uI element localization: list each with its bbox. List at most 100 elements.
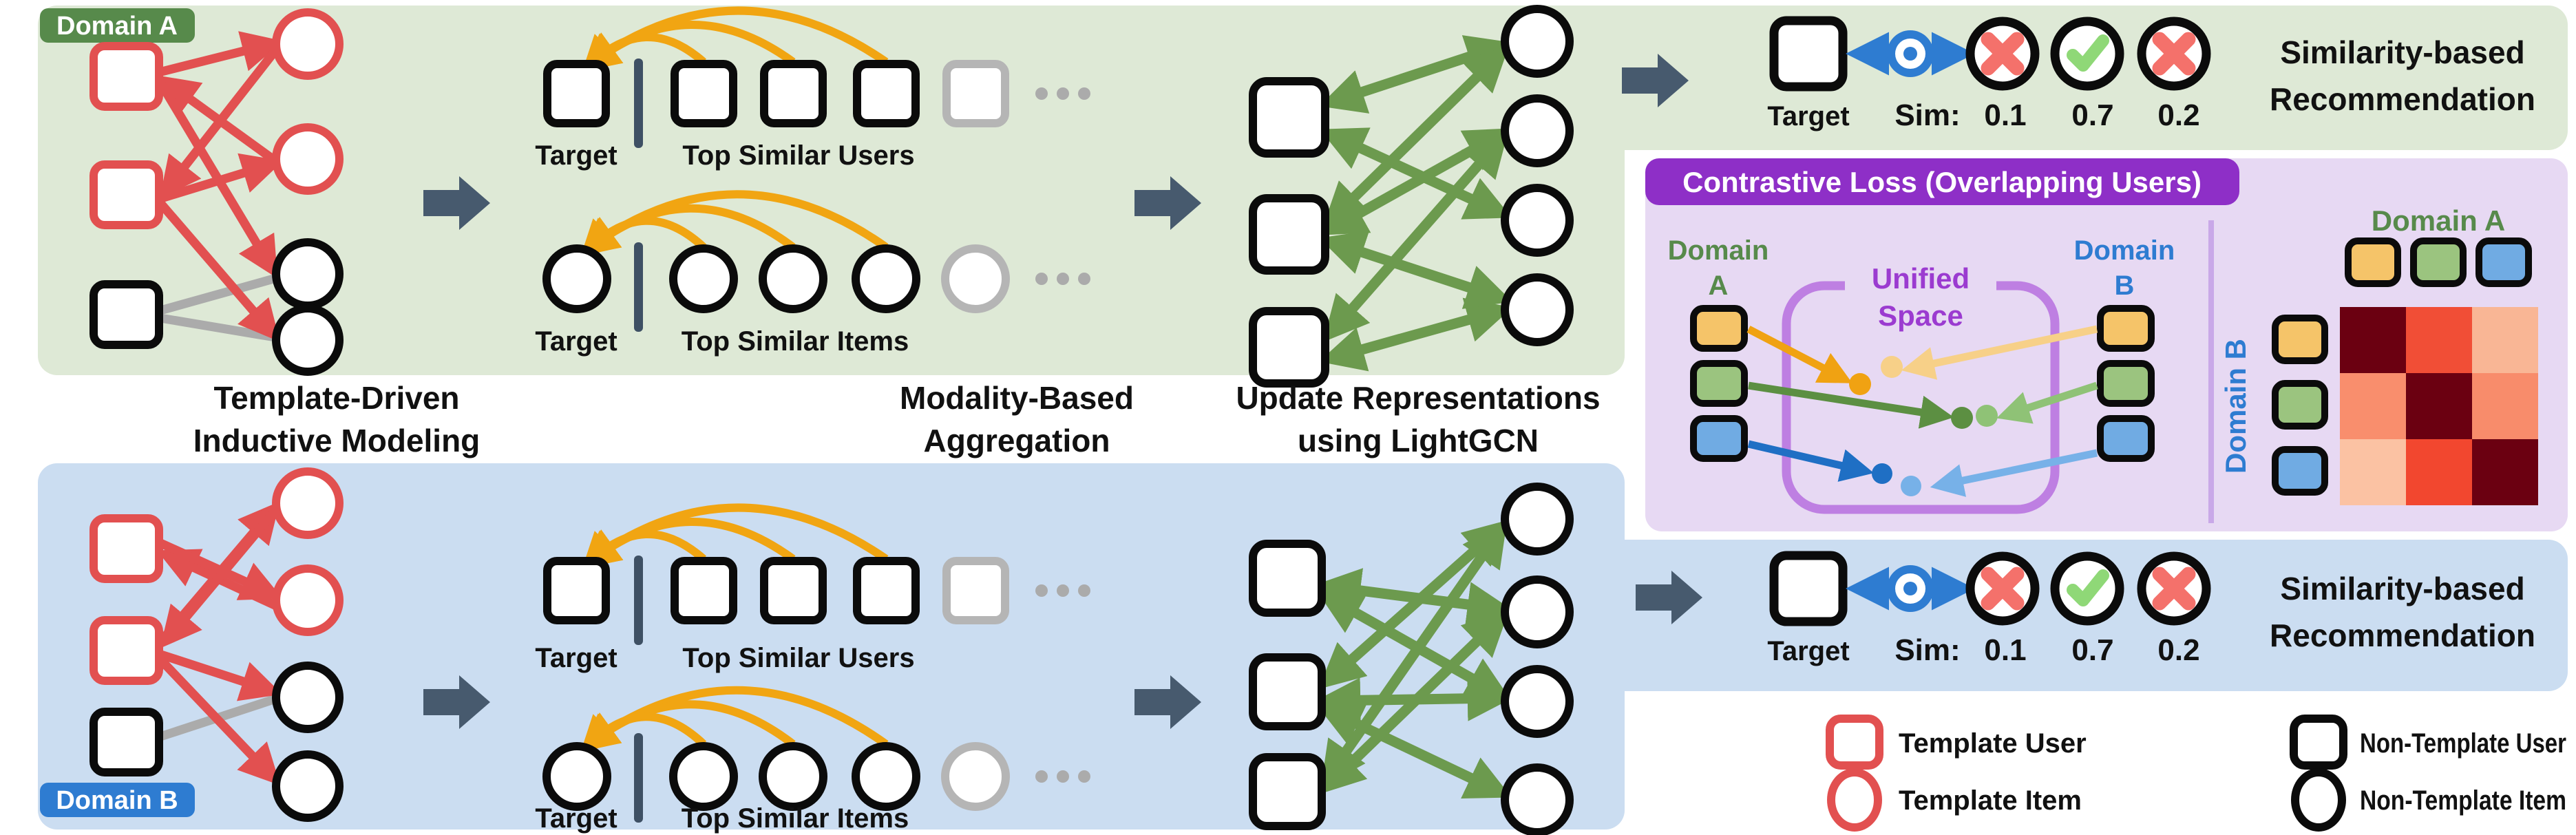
- embedding-dot-b-blue: [1901, 476, 1921, 496]
- non-template-item-node: [272, 662, 344, 733]
- target-user-node: [543, 557, 610, 624]
- sim-value: 0.1: [1984, 98, 2026, 132]
- template-user-node: [89, 514, 163, 583]
- similarity-row-b: Target Sim: 0.1 0.7 0.2 Similarity-based…: [1767, 551, 2535, 667]
- user-node: [1249, 77, 1329, 158]
- ellipsis-dot: [1057, 273, 1069, 285]
- overlap-user-b-yellow: [2097, 305, 2155, 352]
- bracket-gap-mask: [1845, 277, 1996, 296]
- red-edge: [160, 506, 279, 648]
- lightgcn-graph-a: [1249, 5, 1574, 388]
- divider-bar: [634, 733, 643, 823]
- gcn-edge: [1318, 297, 1513, 372]
- candidate-reject-icon: [2137, 17, 2211, 91]
- ellipsis-dot: [1057, 770, 1069, 783]
- target-label: Target: [535, 140, 617, 171]
- similar-user-node: [853, 60, 920, 127]
- gcn-edge: [1320, 127, 1512, 220]
- aggregation-arc: [580, 216, 707, 259]
- lightgcn-graph-b: [1249, 483, 1574, 835]
- divider-bar: [634, 556, 643, 645]
- non-template-user-node: [89, 280, 163, 349]
- candidate-reject-icon: [1965, 551, 2040, 626]
- non-template-item-node: [272, 238, 344, 310]
- contrastive-panel: Contrastive Loss (Overlapping Users) Dom…: [1668, 166, 2538, 523]
- item-node: [1501, 94, 1574, 167]
- similar-item-node: [852, 742, 920, 811]
- template-item-node: [272, 564, 344, 636]
- ellipsis-dot: [1057, 87, 1069, 100]
- non-template-item-icon: [2291, 768, 2346, 832]
- top-similar-items-label: Top Similar Items: [682, 803, 909, 834]
- item-node: [1501, 763, 1574, 835]
- similar-item-node: [759, 244, 827, 313]
- aggregation-arc: [580, 712, 707, 754]
- faded-user-node: [942, 60, 1009, 127]
- ellipsis-dot: [1078, 770, 1090, 783]
- overlap-user-b-blue: [2097, 415, 2155, 462]
- pull-arrow-b-green: [1996, 381, 2098, 424]
- heatmap-row-yellow: [2272, 315, 2328, 364]
- divider-bar: [634, 242, 643, 332]
- top-similar-items-label: Top Similar Items: [682, 326, 909, 357]
- domain-b-interaction-graph: [89, 467, 344, 822]
- gcn-edge: [1319, 231, 1512, 309]
- domain-a-badge-label: Domain A: [56, 12, 178, 41]
- target-user-node: [1769, 551, 1848, 626]
- domain-a-badge: Domain A: [40, 8, 195, 43]
- target-label: Target: [535, 326, 617, 357]
- contrastive-header-bar: [1645, 158, 2239, 205]
- item-node: [1501, 5, 1574, 78]
- similarity-title-line1: Similarity-based: [2280, 34, 2524, 70]
- target-user-node: [543, 60, 610, 127]
- embedding-dot-b-yellow: [1881, 356, 1903, 378]
- similar-user-node: [853, 557, 920, 624]
- stage1-label-line2: Inductive Modeling: [193, 423, 481, 458]
- target-label: Target: [535, 803, 617, 834]
- template-user-node: [89, 616, 163, 685]
- item-node: [1501, 483, 1574, 556]
- similarity-heatmap: Domain A Domain B: [2219, 204, 2538, 505]
- candidate-accept-icon: [2050, 551, 2124, 626]
- candidate-reject-icon: [1965, 17, 2040, 91]
- target-user-node: [1769, 16, 1848, 92]
- ellipsis-dot: [1078, 584, 1090, 597]
- non-template-user-label: Non-Template User: [2360, 728, 2566, 759]
- target-item-node: [542, 742, 611, 811]
- template-item-icon: [1827, 768, 1882, 832]
- embedding-dot-a-green: [1951, 407, 1973, 429]
- candidate-reject-icon: [2137, 551, 2211, 626]
- similarity-title-line2: Recommendation: [2270, 81, 2535, 117]
- heatmap-col-yellow: [2345, 237, 2401, 287]
- contrastive-title: Contrastive Loss (Overlapping Users): [1682, 166, 2202, 198]
- stage2-label-line1: Modality-Based: [900, 380, 1134, 416]
- non-template-item-node: [272, 750, 344, 822]
- ellipsis-dot: [1035, 584, 1048, 597]
- overlap-user-b-green: [2097, 360, 2155, 407]
- item-node: [1501, 665, 1574, 738]
- template-user-node: [89, 42, 163, 111]
- template-item-node: [272, 8, 344, 80]
- stage2-label-line2: Aggregation: [924, 423, 1110, 458]
- similar-user-node: [760, 557, 827, 624]
- target-item-node: [542, 244, 611, 313]
- user-node: [1249, 653, 1326, 730]
- heatmap-row-green: [2272, 380, 2328, 430]
- ellipsis-dot: [1057, 584, 1069, 597]
- template-item-node: [272, 467, 344, 539]
- overlap-user-a-blue: [1690, 415, 1748, 462]
- aggregation-arc: [581, 529, 706, 571]
- stage1-label-line1: Template-Driven: [213, 380, 459, 416]
- similar-user-node: [760, 60, 827, 127]
- red-edge: [156, 80, 278, 279]
- heatmap-cell: [2472, 439, 2538, 505]
- pull-arrow-b-blue: [1930, 449, 2098, 497]
- sim-value: 0.7: [2071, 98, 2113, 132]
- domain-b-badge: Domain B: [40, 783, 195, 817]
- sim-value: 0.2: [2157, 633, 2199, 667]
- unified-space-label-line2: Space: [1878, 299, 1963, 332]
- legend: Template User Template Item Non-Template…: [1826, 715, 2566, 832]
- top-similar-users-label: Top Similar Users: [682, 140, 914, 171]
- ellipsis-dot: [1078, 273, 1090, 285]
- non-template-user-icon: [2290, 715, 2347, 770]
